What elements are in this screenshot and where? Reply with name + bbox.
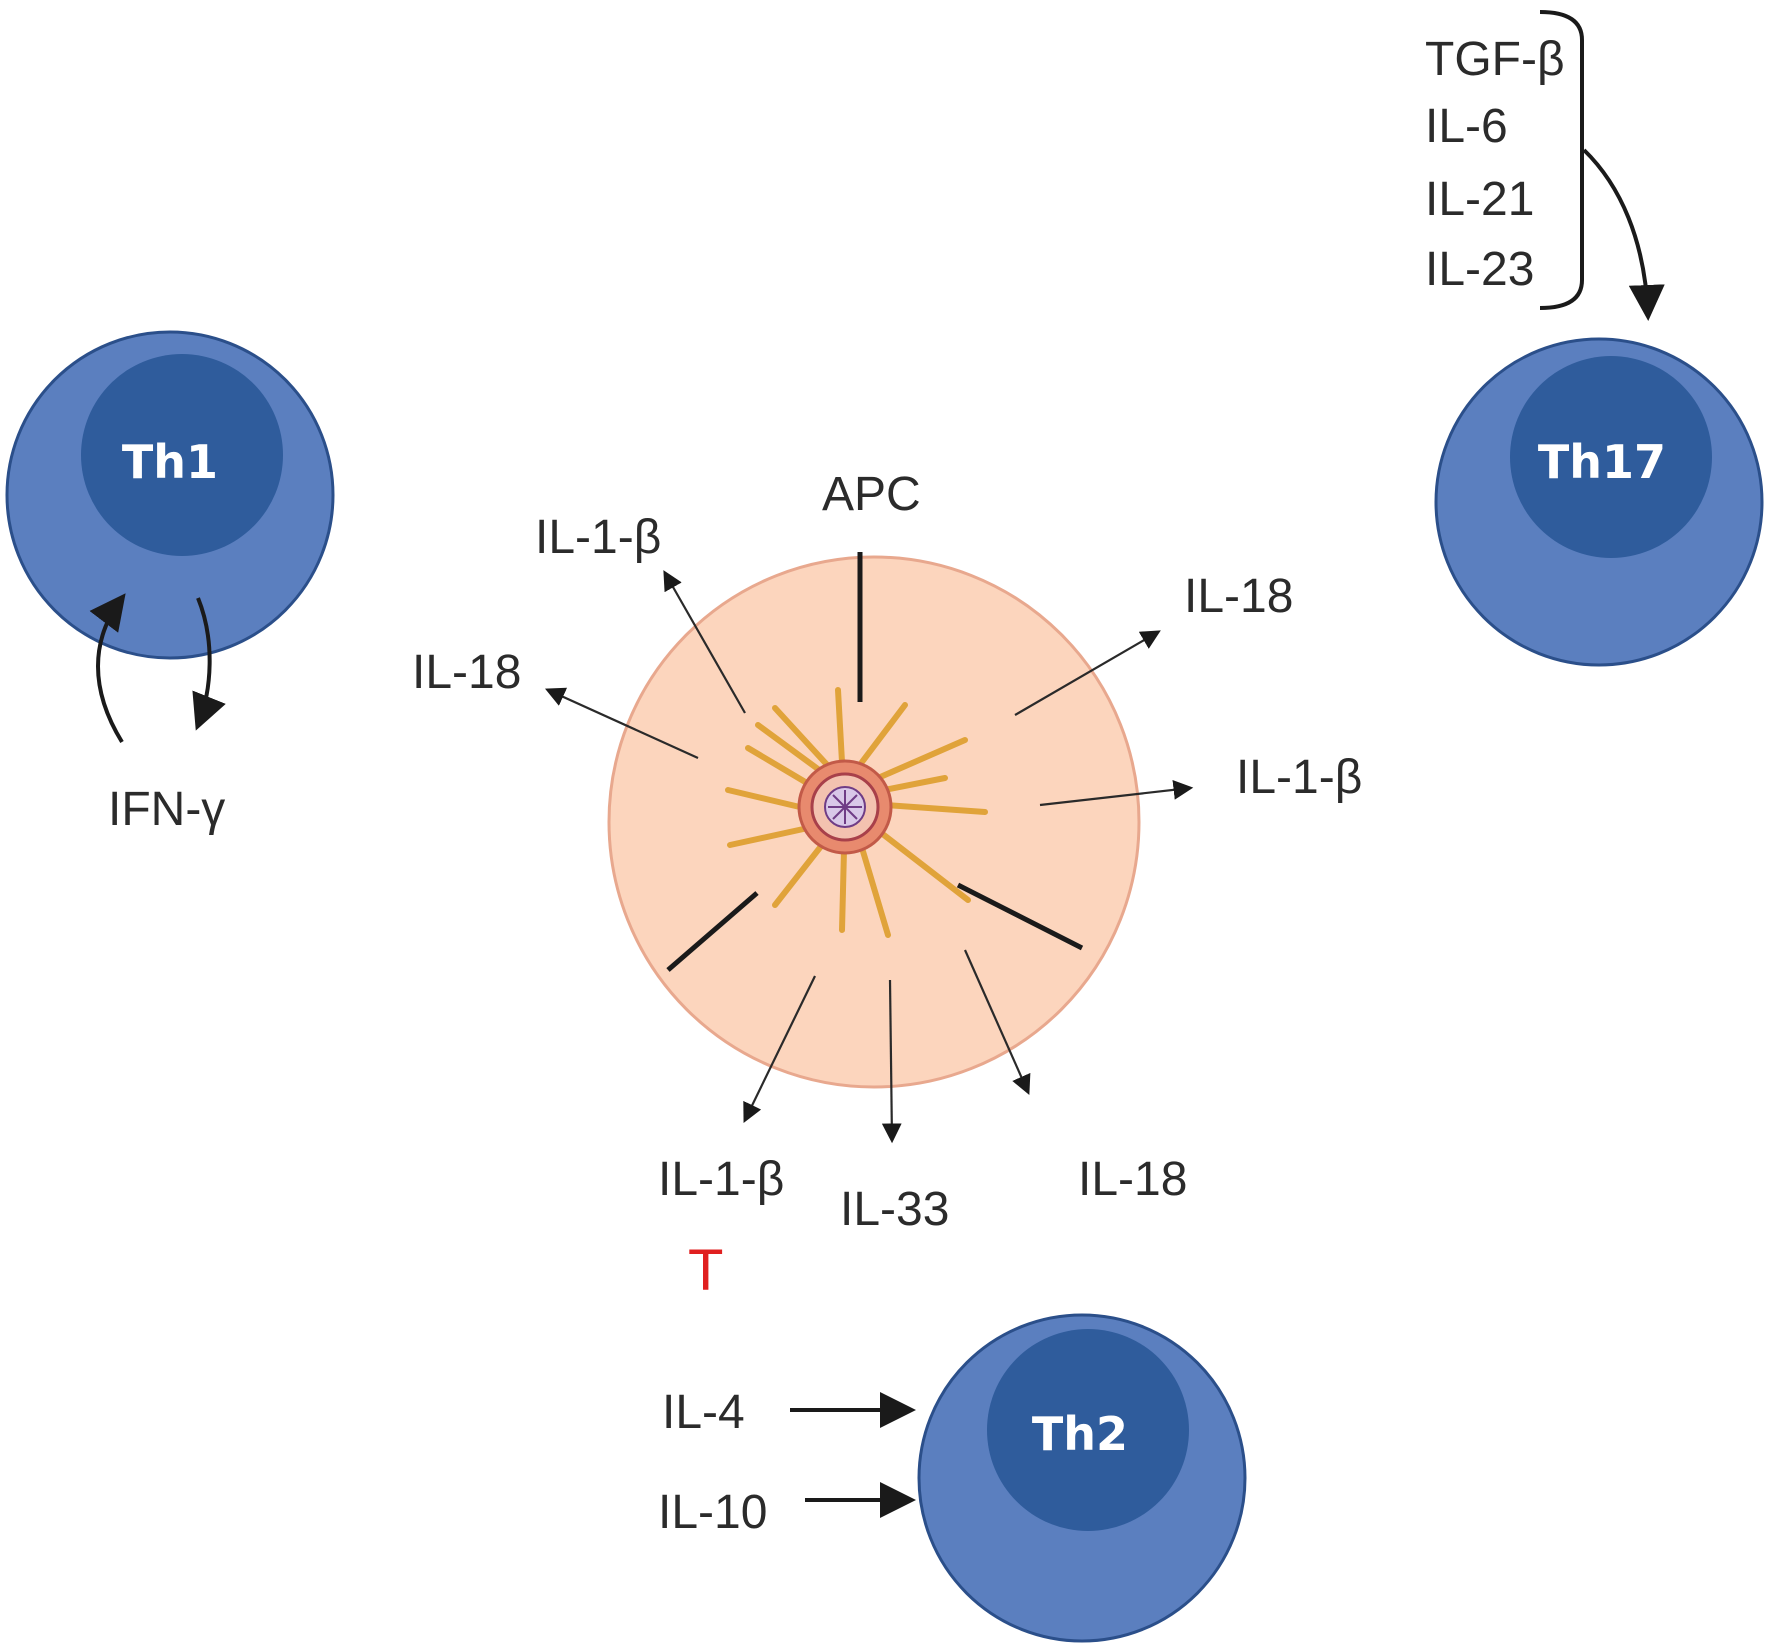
- il18-bottom-label: IL-18: [1078, 1153, 1187, 1206]
- apc-spoke: [745, 745, 815, 789]
- apc-arrow-il33-bottom: [881, 979, 902, 1144]
- ifn-gamma-down-arrow: [192, 597, 226, 731]
- apc-spoke: [835, 687, 845, 765]
- th17-cell: Th17: [1434, 337, 1764, 667]
- th1-nucleus: [81, 354, 283, 556]
- il1b-bottom-label: IL-1-β: [658, 1153, 784, 1206]
- th17-label: Th17: [1538, 435, 1666, 489]
- th1-cell: Th1: [5, 330, 335, 660]
- apc-arrow-il18-left: [544, 687, 699, 760]
- ifn-gamma-label: IFN-γ: [108, 783, 225, 836]
- th17-input-il23: IL-23: [1425, 243, 1534, 296]
- th17-bracket: [1539, 10, 1584, 310]
- apc-arrow-il1b-top-left: [663, 570, 746, 714]
- apc-arrow-il1b-right: [1039, 780, 1194, 807]
- il33-bottom-label: IL-33: [840, 1183, 949, 1236]
- apc-spoke: [875, 737, 968, 781]
- apc-spoke: [755, 722, 825, 775]
- th1-label: Th1: [122, 435, 218, 489]
- apc-spoke: [859, 702, 908, 765]
- il1b-top-left-label: IL-1-β: [535, 511, 661, 564]
- il18-left-label: IL-18: [412, 646, 521, 699]
- apc-arrow-il18-bottom: [963, 949, 1031, 1096]
- ifn-gamma-up-arrow: [89, 593, 126, 744]
- il10-label: IL-10: [658, 1486, 767, 1539]
- th2-cell: Th2: [917, 1313, 1247, 1643]
- il18-top-right-label: IL-18: [1184, 570, 1293, 623]
- apc-spoke: [727, 825, 811, 848]
- th17-input-tgf-beta: TGF-β: [1425, 33, 1565, 86]
- apc-spoke: [772, 705, 833, 771]
- apc-arrow-il1b-bottom: [743, 975, 816, 1123]
- apc-spokes: [725, 687, 988, 938]
- apc-spike-bottom-left: [666, 891, 759, 972]
- apc-spike-bottom-right: [956, 882, 1084, 951]
- inhibition-mark: T: [688, 1238, 723, 1303]
- th17-input-il21: IL-21: [1425, 173, 1534, 226]
- apc-cell: APC: [607, 468, 1141, 1089]
- il4-label: IL-4: [662, 1386, 745, 1439]
- apc-spoke: [772, 842, 825, 908]
- th17-input-il6: IL-6: [1425, 100, 1508, 153]
- apc-nucleus-star: [828, 790, 862, 824]
- th17-inputs: TGF-β IL-6 IL-21 IL-23: [1425, 33, 1565, 296]
- apc-spoke: [859, 845, 891, 938]
- apc-spoke: [877, 829, 971, 903]
- apc-spoke: [725, 787, 807, 811]
- apc-spoke: [883, 802, 988, 815]
- apc-spoke: [839, 847, 847, 933]
- apc-arrow-il18-top-right: [1014, 630, 1161, 716]
- th17-input-arrow: [1582, 148, 1665, 321]
- apc-label: APC: [822, 468, 921, 521]
- th17-nucleus: [1510, 356, 1712, 558]
- il1b-right-label: IL-1-β: [1236, 751, 1362, 804]
- th2-nucleus: [987, 1329, 1189, 1531]
- th2-label: Th2: [1032, 1407, 1128, 1461]
